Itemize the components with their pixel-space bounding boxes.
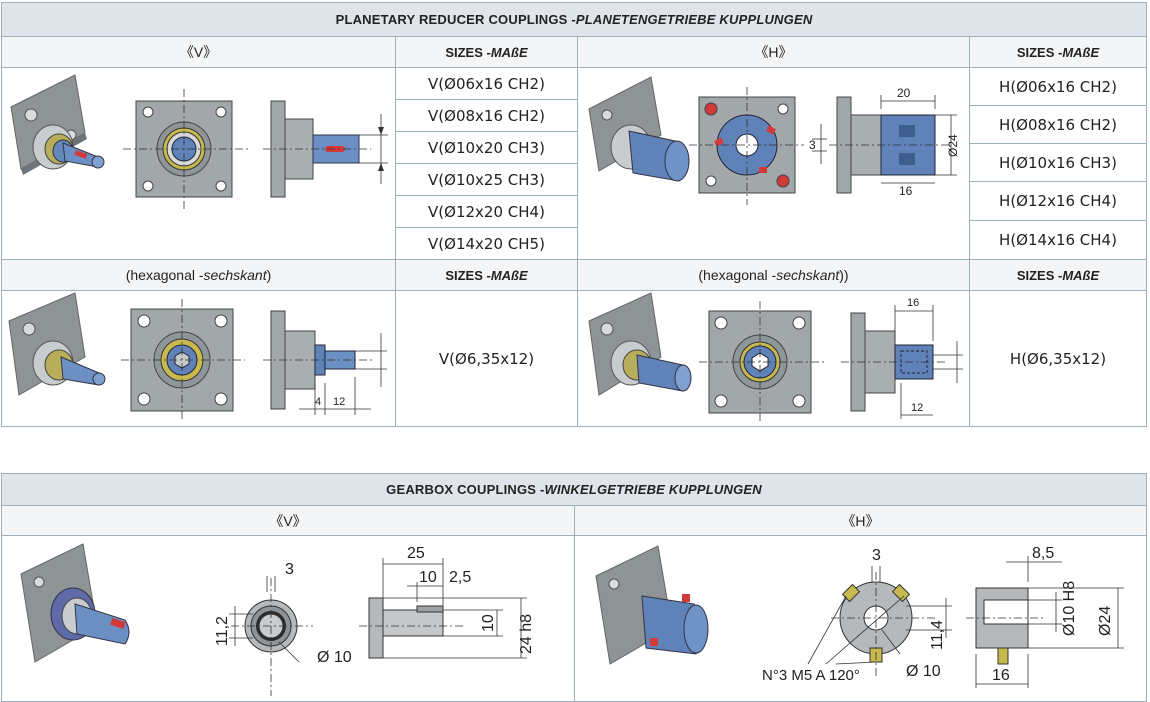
planetary-v-sizes-header: SIZES - MAßE [396, 37, 578, 68]
hex-v-size: V(Ø6,35x12) [438, 349, 535, 368]
dim-gh-3: 3 [872, 547, 881, 564]
dim-gv-25: 25 [407, 545, 425, 562]
dim-gh-85: 8,5 [1032, 545, 1054, 562]
planetary-couplings-table: PLANETARY REDUCER COUPLINGS - PLANETENGE… [1, 2, 1147, 427]
dim-hexh-16: 16 [907, 297, 919, 309]
dim-h-20: 20 [897, 86, 911, 100]
gearbox-h-drawing-cell: 3 11,4 Ø 10 N°3 M5 A 120° 8,5 Ø10 H8 [575, 536, 1146, 701]
hex-h-drawing-cell: 16 12 [578, 291, 970, 426]
size-v-6: V(Ø14x20 CH5) [396, 228, 578, 260]
hex-h-size: H(Ø6,35x12) [1009, 349, 1107, 368]
hex-h-drawing: 16 12 [587, 292, 963, 423]
size-v-5: V(Ø12x20 CH4) [396, 196, 578, 228]
planetary-h-drawing: 3 20 16 Ø24 [587, 75, 960, 205]
dim-gh-note: N°3 M5 A 120° [762, 667, 860, 684]
gearbox-couplings-table: GEARBOX COUPLINGS - WINKELGETRIEBE KUPPL… [1, 473, 1147, 702]
planetary-h-sizes-header: SIZES - MAßE [970, 37, 1146, 68]
hex-v-drawing: 4 12 [7, 292, 387, 421]
gearbox-v-label: 《V》 [2, 506, 575, 536]
size-h-4: H(Ø12x16 CH4) [970, 182, 1146, 221]
size-v-2: V(Ø08x16 CH2) [396, 100, 578, 132]
size-h-3: H(Ø10x16 CH3) [970, 144, 1146, 182]
dim-gh-114: 11,4 [929, 620, 946, 650]
dim-gh-16: 16 [992, 667, 1010, 684]
dim-hexh-12: 12 [911, 402, 923, 414]
planetary-title-italic: PLANETENGETRIEBE KUPPLUNGEN [575, 12, 813, 27]
hex-v-drawing-cell: 4 12 [2, 291, 396, 426]
dim-gv-3: 3 [285, 561, 294, 578]
dim-h-d24: Ø24 [946, 133, 960, 156]
dim-gh-d10: Ø 10 [906, 663, 941, 680]
planetary-h-drawing-cell: 3 20 16 Ø24 [578, 68, 970, 260]
size-v-4: V(Ø10x25 CH3) [396, 164, 578, 196]
planetary-title-main: PLANETARY REDUCER COUPLINGS - [335, 12, 576, 27]
planetary-h-label: 《H》 [578, 37, 970, 68]
dim-gv-25b: 2,5 [449, 569, 471, 586]
gearbox-v-drawing: 3 11,2 Ø 10 25 10 2,5 10 [19, 543, 535, 696]
size-h-2: H(Ø08x16 CH2) [970, 106, 1146, 144]
hex-h-size-cell: H(Ø6,35x12) [970, 291, 1146, 426]
dim-gh-10h8: Ø10 H8 [1061, 581, 1078, 636]
hex-v-label: (hexagonal - sechskant) [2, 260, 396, 291]
size-v-3: V(Ø10x20 CH3) [396, 132, 578, 164]
planetary-v-label: 《V》 [2, 37, 396, 68]
dim-h-16: 16 [899, 184, 913, 198]
dim-hexv-12: 12 [333, 396, 345, 408]
planetary-v-drawing-cell [2, 68, 396, 260]
hex-v-sizes-header: SIZES - MAßE [396, 260, 578, 291]
dim-hexv-4: 4 [315, 396, 321, 408]
planetary-v-drawing [9, 73, 388, 209]
hex-h-label: (hexagonal - sechskant)) [578, 260, 970, 291]
dim-gv-24h8: 24 h8 [518, 614, 535, 654]
hex-h-sizes-header: SIZES - MAßE [970, 260, 1146, 291]
size-h-1: H(Ø06x16 CH2) [970, 68, 1146, 106]
dim-gv-d10: Ø 10 [317, 649, 352, 666]
gearbox-v-drawing-cell: 3 11,2 Ø 10 25 10 2,5 10 [2, 536, 575, 701]
planetary-title: PLANETARY REDUCER COUPLINGS - PLANETENGE… [2, 3, 1146, 37]
dim-gv-112: 11,2 [214, 616, 231, 646]
dim-gv-10b: 10 [480, 614, 497, 632]
gearbox-h-drawing: 3 11,4 Ø 10 N°3 M5 A 120° 8,5 Ø10 H8 [595, 545, 1124, 688]
size-h-5: H(Ø14x16 CH4) [970, 221, 1146, 260]
hex-v-size-cell: V(Ø6,35x12) [396, 291, 578, 426]
dim-gv-10: 10 [419, 569, 437, 586]
gearbox-title: GEARBOX COUPLINGS - WINKELGETRIEBE KUPPL… [2, 474, 1146, 506]
dim-h-3: 3 [809, 138, 816, 152]
dim-gh-d24: Ø24 [1097, 606, 1114, 636]
size-v-1: V(Ø06x16 CH2) [396, 68, 578, 100]
gearbox-h-label: 《H》 [575, 506, 1146, 536]
